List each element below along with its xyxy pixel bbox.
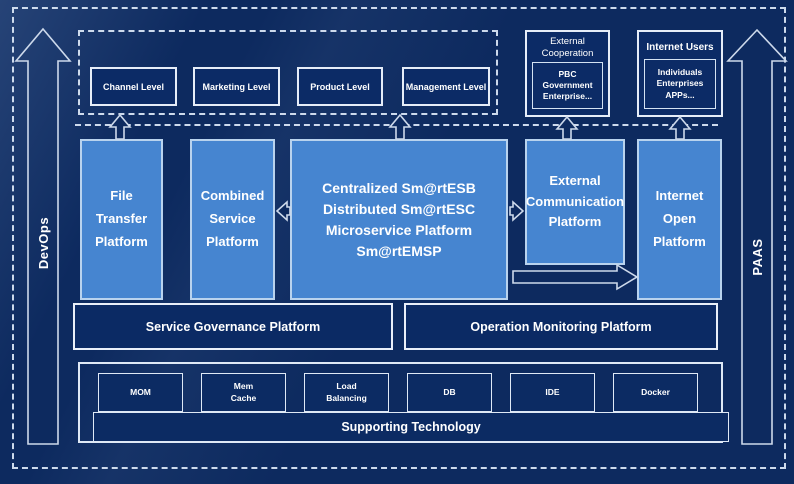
internet-users-body: Individuals Enterprises APPs... — [644, 59, 716, 109]
tech-box-mem-cache: Mem Cache — [201, 373, 286, 412]
tech-label-ide: IDE — [545, 386, 560, 397]
external-cooperation-box: External Cooperation PBC Government Ente… — [525, 30, 610, 117]
external-cooperation-title: External Cooperation — [541, 36, 594, 59]
channel-level-box: Channel Level — [90, 67, 177, 106]
service-governance-platform-box: Service Governance Platform — [73, 303, 393, 350]
external-communication-platform-label: External Communication Platform — [525, 172, 625, 230]
service-governance-platform-label: Service Governance Platform — [145, 319, 321, 334]
supporting-technology-label: Supporting Technology — [341, 420, 481, 434]
layer-separator-dashed-line — [75, 124, 718, 126]
operation-monitoring-platform-box: Operation Monitoring Platform — [404, 303, 718, 350]
tech-box-ide: IDE — [510, 373, 595, 412]
marketing-level-box: Marketing Level — [193, 67, 280, 106]
business-levels-container — [78, 30, 498, 115]
tech-box-docker: Docker — [613, 373, 698, 412]
product-level-box: Product Level — [297, 67, 383, 106]
tech-label-mom: MOM — [130, 386, 151, 397]
central-esb-platform-label: Centralized Sm@rtESB Distributed Sm@rtES… — [322, 179, 476, 259]
tech-box-db: DB — [407, 373, 492, 412]
file-transfer-platform-label: File Transfer Platform — [95, 188, 148, 249]
tech-label-load-balancing: Load Balancing — [326, 381, 367, 403]
product-level-label: Product Level — [310, 81, 370, 92]
external-communication-platform-box: External Communication Platform — [525, 139, 625, 265]
management-level-label: Management Level — [405, 81, 487, 92]
tech-box-load-balancing: Load Balancing — [304, 373, 389, 412]
marketing-level-label: Marketing Level — [202, 81, 271, 92]
supporting-technology-container — [78, 362, 723, 443]
combined-service-platform-box: Combined Service Platform — [190, 139, 275, 300]
supporting-technology-bar: Supporting Technology — [93, 412, 729, 442]
tech-label-mem-cache: Mem Cache — [230, 381, 257, 403]
combined-service-platform-label: Combined Service Platform — [200, 188, 265, 249]
internet-open-platform-box: Internet Open Platform — [637, 139, 722, 300]
tech-label-docker: Docker — [641, 386, 670, 397]
internet-users-title: Internet Users — [646, 41, 714, 53]
management-level-box: Management Level — [402, 67, 490, 106]
central-esb-platform-box: Centralized Sm@rtESB Distributed Sm@rtES… — [290, 139, 508, 300]
tech-label-db: DB — [443, 386, 456, 397]
devops-rail-label: DevOps — [35, 216, 51, 270]
internet-open-platform-label: Internet Open Platform — [653, 188, 706, 249]
internet-users-box: Internet Users Individuals Enterprises A… — [637, 30, 723, 117]
channel-level-label: Channel Level — [102, 81, 165, 92]
file-transfer-platform-box: File Transfer Platform — [80, 139, 163, 300]
external-cooperation-body: PBC Government Enterprise... — [532, 62, 603, 109]
paas-rail-label: PAAS — [749, 238, 765, 276]
operation-monitoring-platform-label: Operation Monitoring Platform — [470, 319, 652, 334]
tech-box-mom: MOM — [98, 373, 183, 412]
